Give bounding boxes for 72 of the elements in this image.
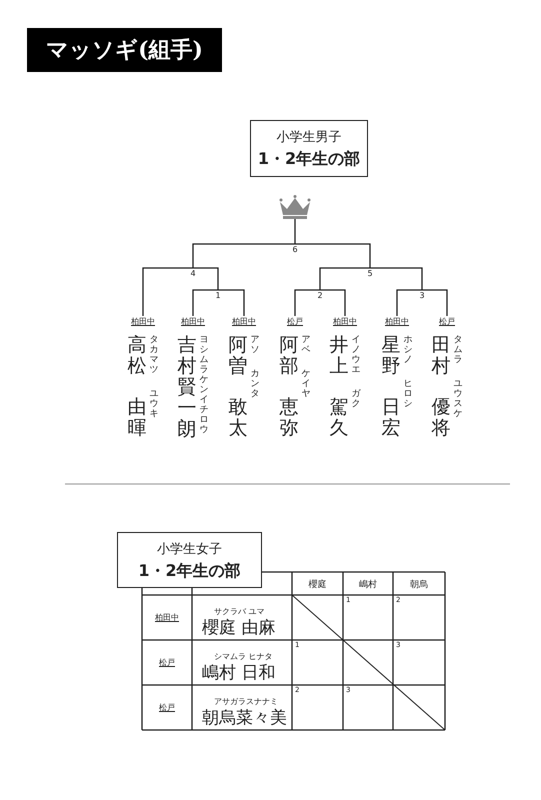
bracket-line	[218, 289, 245, 316]
name-reading: アベ	[302, 335, 310, 355]
category-box	[117, 532, 262, 588]
player-name: 駕久	[330, 397, 348, 439]
player-name: 恵弥	[280, 397, 298, 439]
name-reading: ガク	[352, 389, 360, 409]
name-reading: ケイヤ	[302, 369, 310, 399]
bracket-line	[193, 267, 219, 290]
player-name: 井上	[330, 335, 348, 377]
name-reading: サクラバ ユマ	[214, 606, 265, 617]
player-name: 由暉	[128, 397, 146, 439]
name-reading: ヒロシ	[404, 379, 412, 409]
match-number: 6	[289, 245, 301, 254]
school-name: 柏田中	[333, 316, 357, 327]
title-banner: マッソギ(組手)	[27, 28, 222, 72]
name-reading: アソ	[250, 335, 260, 355]
bracket-line	[142, 267, 193, 316]
player-name: 阿曽	[228, 335, 248, 377]
player-name: 嶋村 日和	[202, 662, 276, 684]
bracket-line	[295, 243, 371, 268]
name-reading: ユウキ	[150, 389, 158, 419]
match-number: 1	[212, 291, 224, 300]
school-name: 柏田中	[385, 316, 409, 327]
category-label: 1・2年生の部	[256, 149, 362, 170]
player-name: 日宏	[382, 397, 400, 439]
name-reading: カンタ	[250, 369, 260, 399]
bracket-line	[294, 218, 296, 244]
category-label: 1・2年生の部	[137, 561, 242, 582]
bracket-line	[294, 289, 320, 316]
category-label: 小学生女子	[156, 541, 223, 558]
category-box	[250, 120, 368, 177]
bracket-line	[192, 289, 218, 316]
school-name: 松戸	[158, 702, 176, 713]
school-name: 柏田中	[232, 316, 256, 327]
match-number: 3	[416, 291, 428, 300]
name-reading: ユウスケ	[454, 379, 462, 419]
name-reading: タカマツ	[150, 335, 158, 375]
bracket-line	[422, 289, 448, 316]
school-name: 柏田中	[154, 612, 180, 623]
player-name: 優将	[432, 397, 450, 439]
school-name: 松戸	[439, 316, 455, 327]
school-name: 柏田中	[131, 316, 155, 327]
bracket-line	[320, 289, 346, 316]
name-reading: タムラ	[454, 335, 462, 365]
player-name: 朝烏菜々美	[202, 707, 287, 729]
player-name: 阿部	[280, 335, 298, 377]
crown-icon	[280, 195, 310, 219]
bracket-line	[319, 267, 370, 290]
match-number: 5	[364, 269, 376, 278]
name-reading: イノウエ	[352, 335, 360, 375]
player-name: 田村	[432, 335, 450, 377]
column-header: 朝烏	[409, 578, 429, 591]
bracket-line	[396, 289, 422, 316]
player-name: 櫻庭 由麻	[202, 617, 276, 639]
name-reading: ホシノ	[404, 335, 412, 365]
match-number: 4	[187, 269, 199, 278]
name-reading: シマムラ ヒナタ	[214, 651, 273, 662]
player-name: 敢太	[228, 397, 248, 439]
column-header: 櫻庭	[308, 578, 328, 591]
player-name: 高松	[128, 335, 146, 377]
school-name: 松戸	[158, 657, 176, 668]
match-number: 2	[314, 291, 326, 300]
name-reading: アサガラスナナミ	[214, 696, 278, 707]
column-header: 嶋村	[358, 578, 378, 591]
school-name: 松戸	[287, 316, 303, 327]
player-name: 星野	[382, 335, 400, 377]
bracket-line	[192, 243, 295, 268]
bracket-line	[370, 267, 423, 290]
player-name: 吉村賢一朗	[178, 335, 196, 440]
category-label: 小学生男子	[276, 129, 342, 146]
name-reading: ヨシムラケンイチロウ	[200, 335, 208, 435]
school-name: 柏田中	[181, 316, 205, 327]
